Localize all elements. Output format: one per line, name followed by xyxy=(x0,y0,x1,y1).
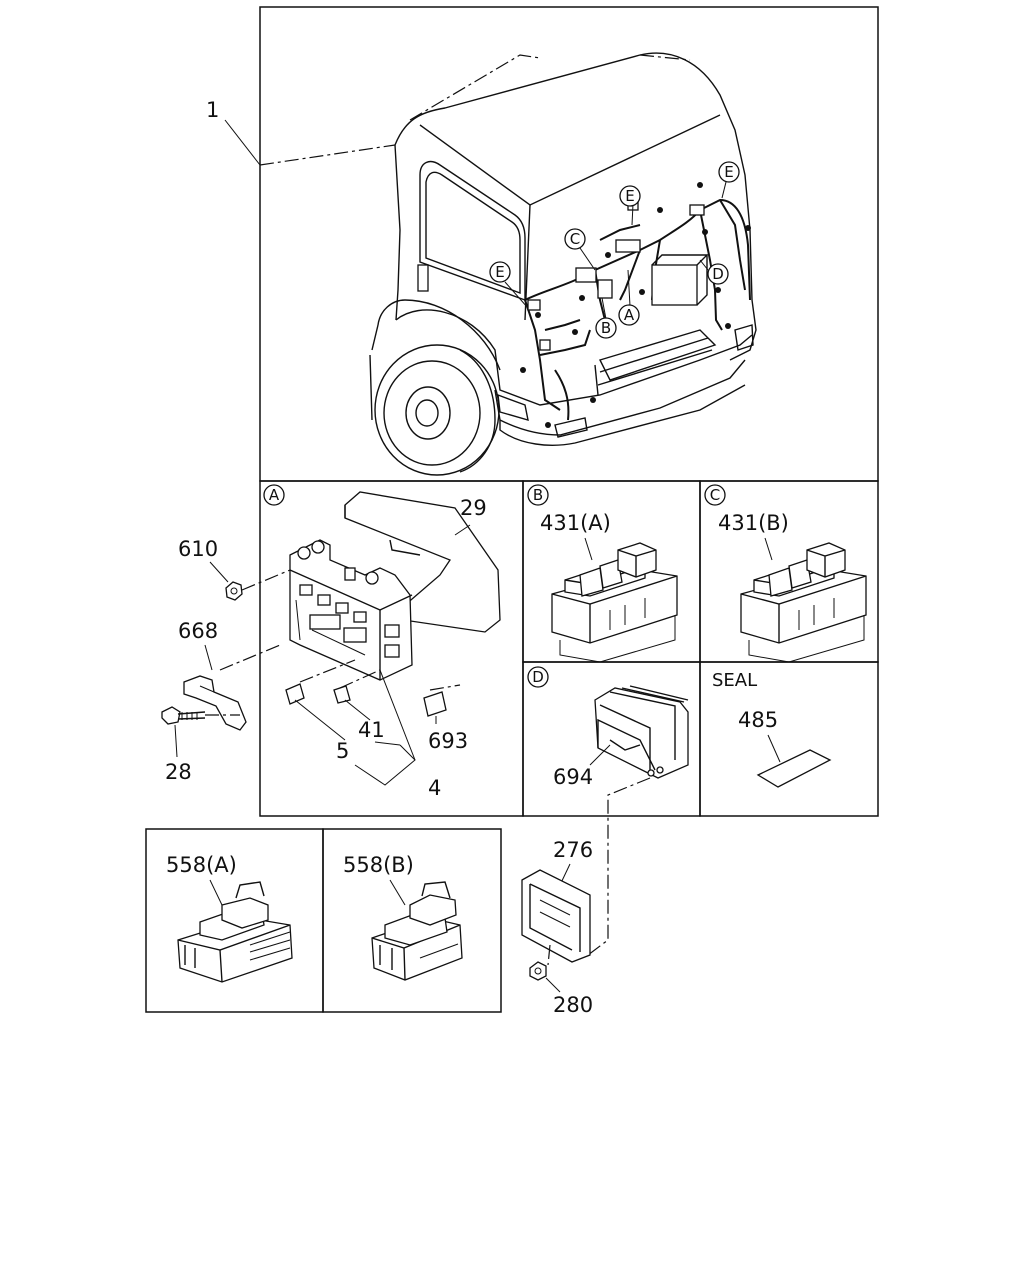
part-5-clip xyxy=(285,683,305,705)
callout-610: 610 xyxy=(178,537,218,561)
fuse-block xyxy=(289,539,413,681)
callout-276: 276 xyxy=(553,838,593,862)
panel-558a: 558(A) xyxy=(166,853,293,983)
callout-668: 668 xyxy=(178,619,218,643)
marker-b-main: B xyxy=(601,319,611,337)
bolt-28-head xyxy=(161,706,181,725)
panel-c: C 431(B) xyxy=(704,484,867,663)
main-circle-markers: E C B A E D E xyxy=(489,161,740,339)
marker-a-main: A xyxy=(624,306,635,324)
callout-29: 29 xyxy=(460,496,487,520)
leader-1 xyxy=(224,119,261,166)
panel-a: A xyxy=(263,484,501,800)
outer-parts-left: 610 668 28 xyxy=(161,537,291,784)
callout-4: 4 xyxy=(428,776,441,800)
nut-610 xyxy=(225,581,243,601)
panel-b: B 431(A) xyxy=(527,484,678,663)
marker-c-main: C xyxy=(570,230,580,248)
seal-title: SEAL xyxy=(712,670,757,691)
callout-693: 693 xyxy=(428,729,468,753)
marker-e-right: E xyxy=(724,163,733,181)
callout-485: 485 xyxy=(738,708,778,732)
callout-5: 5 xyxy=(336,739,349,763)
panel-c-marker: C xyxy=(710,486,720,504)
fuse-box-cover xyxy=(344,491,501,633)
connector-431b xyxy=(740,542,867,663)
ecu-694 xyxy=(594,685,689,779)
panel-seal: SEAL 485 xyxy=(712,670,832,788)
bracket-668 xyxy=(183,675,247,731)
connector-431a xyxy=(551,542,678,663)
panel-558b: 558(B) xyxy=(343,853,463,981)
marker-e-center: E xyxy=(625,187,634,205)
nut-280 xyxy=(529,961,547,981)
seal-485 xyxy=(756,749,832,788)
panel-b-marker: B xyxy=(533,486,543,504)
callout-431a: 431(A) xyxy=(540,511,611,535)
bracket-276 xyxy=(521,869,591,963)
truck-cab-illustration xyxy=(259,52,757,476)
callout-431b: 431(B) xyxy=(718,511,789,535)
part-693-relay xyxy=(423,691,447,717)
part-41-fuse xyxy=(333,685,351,704)
panel-d: D 694 xyxy=(527,666,689,956)
marker-e-left: E xyxy=(495,263,504,281)
callout-280: 280 xyxy=(553,993,593,1017)
callout-558b: 558(B) xyxy=(343,853,414,877)
panel-d-marker: D xyxy=(532,668,544,686)
panel-frames xyxy=(145,6,879,1013)
callout-694: 694 xyxy=(553,765,593,789)
panel-a-marker: A xyxy=(269,486,280,504)
callout-41: 41 xyxy=(358,718,385,742)
marker-d-main: D xyxy=(712,265,724,283)
connector-558a xyxy=(177,881,293,983)
connector-558b xyxy=(371,881,463,981)
callout-558a: 558(A) xyxy=(166,853,237,877)
bracket-276-group: 276 280 xyxy=(521,838,593,1017)
callout-1: 1 xyxy=(206,98,219,122)
callout-28: 28 xyxy=(165,760,192,784)
